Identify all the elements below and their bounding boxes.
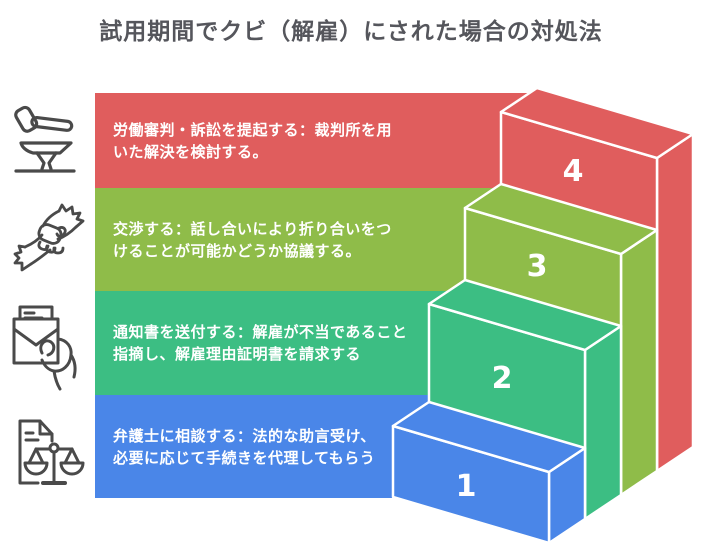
step-4-side-face bbox=[655, 132, 695, 473]
step-number-1: 1 bbox=[456, 469, 477, 504]
step-band-3: 交渉する：話し合いにより折り合いをつ けることが可能かどうか協議する。 bbox=[95, 188, 497, 291]
step-number-2: 2 bbox=[492, 361, 513, 396]
step-2-top-face bbox=[427, 278, 623, 352]
step-2-label: 通知書を送付する：解雇が不当であること 指摘し、解雇理由証明書を請求する bbox=[113, 323, 408, 363]
step-band-2: 通知書を送付する：解雇が不当であること 指摘し、解雇理由証明書を請求する bbox=[95, 291, 448, 395]
step-3-label: 交渉する：話し合いにより折り合いをつ けることが可能かどうか協議する。 bbox=[113, 219, 392, 260]
step-band-1: 弁護士に相談する：法的な助言受け、 必要に応じて手続きを代理してもらう bbox=[95, 395, 440, 498]
step-2-side-face bbox=[583, 324, 623, 521]
gavel-anvil-icon bbox=[8, 102, 86, 186]
step-4-top-face bbox=[499, 86, 695, 160]
step-3-top-face bbox=[463, 182, 659, 256]
step-number-3: 3 bbox=[527, 249, 548, 284]
step-3-side-face bbox=[619, 228, 659, 497]
handshake-icon bbox=[12, 202, 88, 290]
step-number-4: 4 bbox=[563, 154, 584, 189]
document-scales-icon bbox=[12, 407, 92, 503]
step-1-label: 弁護士に相談する：法的な助言受け、 必要に応じて手続きを代理してもらう bbox=[113, 426, 376, 467]
step-band-4: 労働審判・訴訟を提起する：裁判所を用 いた解決を検討する。 bbox=[95, 93, 529, 188]
step-4-label: 労働審判・訴訟を提起する：裁判所を用 いた解決を検討する。 bbox=[113, 120, 393, 161]
page-title: 試用期間でクビ（解雇）にされた場合の対処法 bbox=[99, 19, 603, 45]
envelope-hand-icon bbox=[8, 303, 80, 399]
step-1-top-face bbox=[391, 400, 587, 474]
